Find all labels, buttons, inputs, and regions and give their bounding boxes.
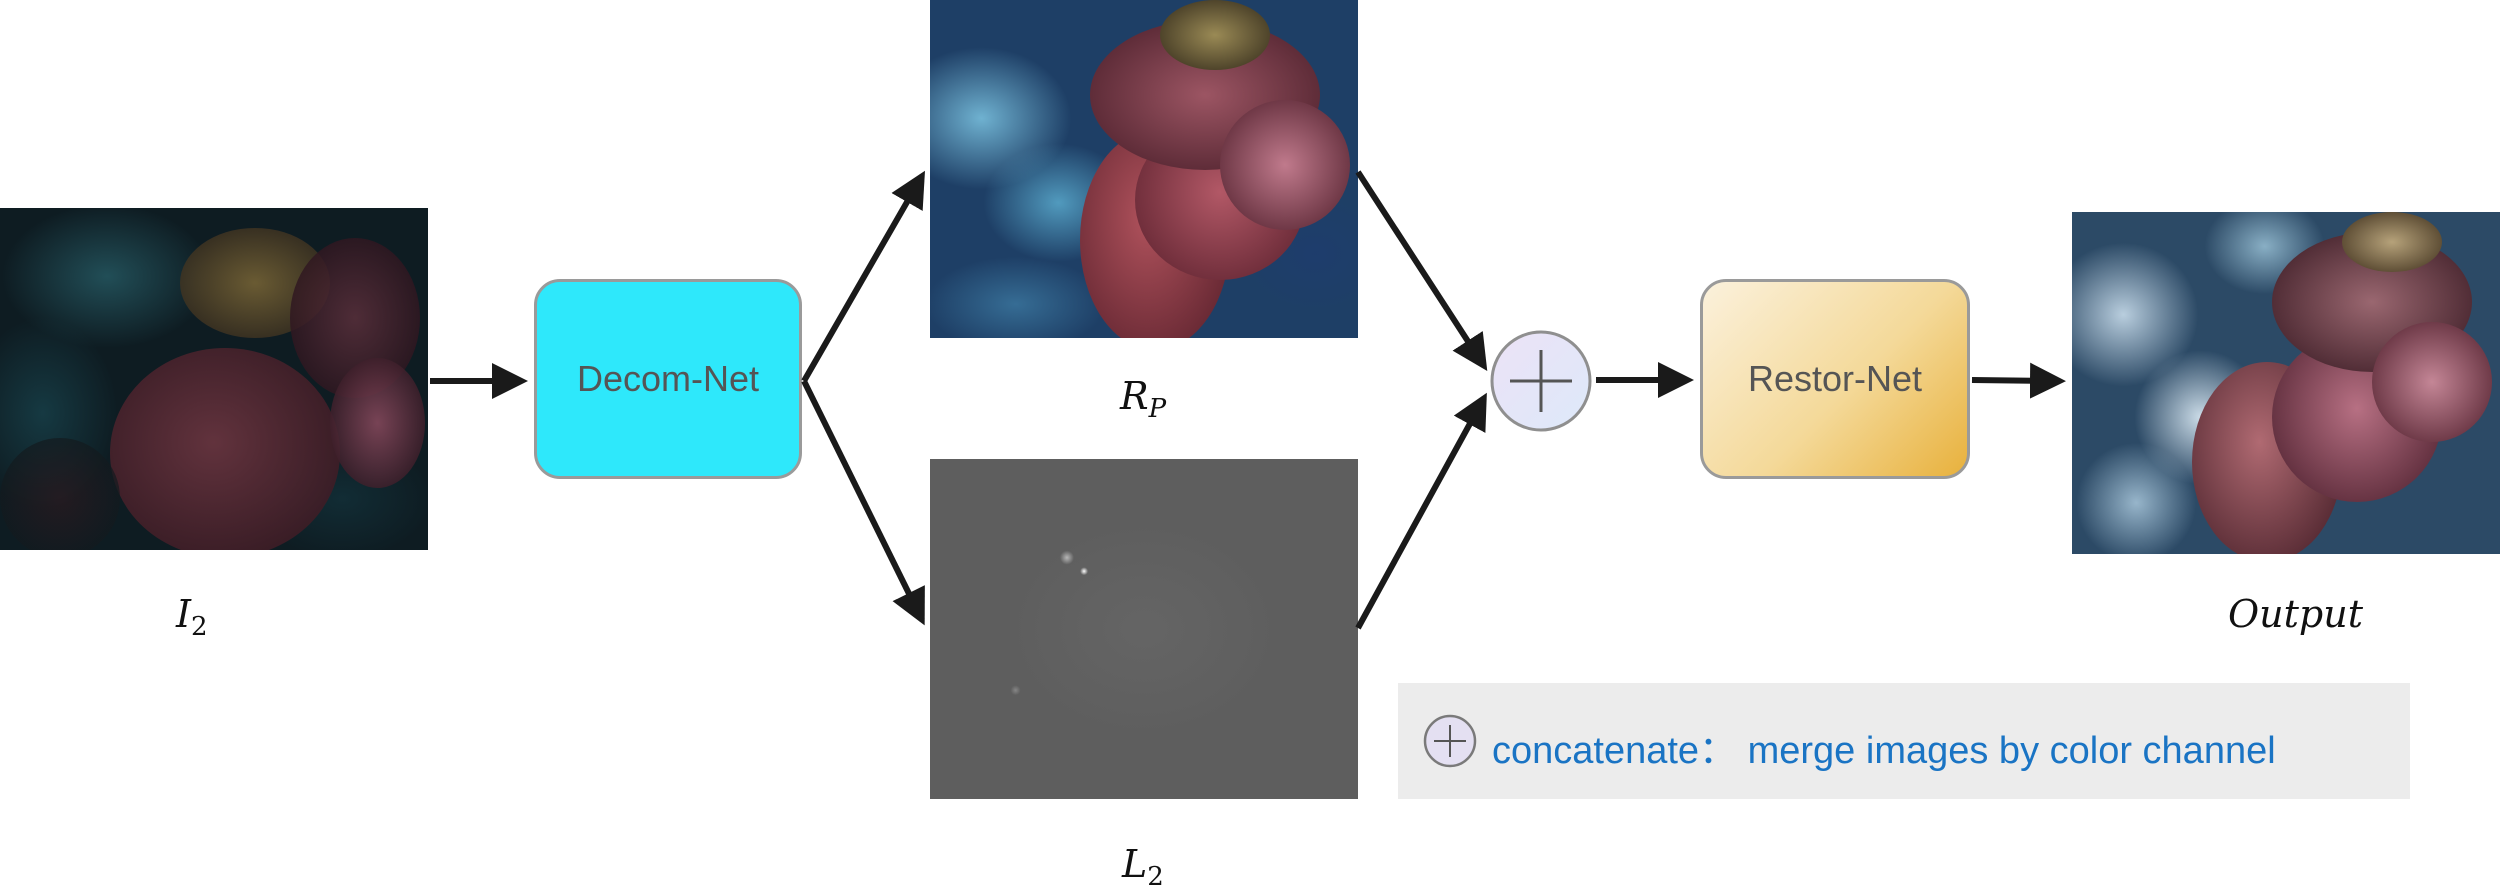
- arrow-restor-to-output: [1971, 362, 2066, 399]
- concatenate-icon: [1423, 714, 1477, 768]
- arrow-rp-to-concat: [1355, 170, 1488, 372]
- arrow-decom-to-rp: [801, 170, 925, 383]
- legend-box: concatenate： merge images by color chann…: [1398, 683, 2410, 799]
- restor-net-block: Restor-Net: [1700, 279, 1970, 479]
- reflectance-image: [930, 0, 1358, 338]
- illumination-image: [930, 459, 1358, 799]
- input-label: I2: [176, 592, 208, 642]
- arrow-l2-to-concat: [1355, 392, 1487, 630]
- decom-net-label: Decom-Net: [576, 358, 760, 399]
- concatenate-node: [1490, 330, 1592, 432]
- reflectance-label: RP: [1120, 374, 1167, 424]
- arrow-decom-to-l2: [801, 379, 925, 626]
- legend-text: concatenate： merge images by color chann…: [1492, 730, 2276, 772]
- decom-net-block: Decom-Net: [534, 279, 802, 479]
- restor-net-label: Restor-Net: [1747, 358, 1923, 399]
- illumination-label: L2: [1122, 842, 1164, 892]
- input-image: [0, 208, 428, 550]
- output-label: Output: [2228, 592, 2363, 636]
- output-image: [2072, 212, 2500, 554]
